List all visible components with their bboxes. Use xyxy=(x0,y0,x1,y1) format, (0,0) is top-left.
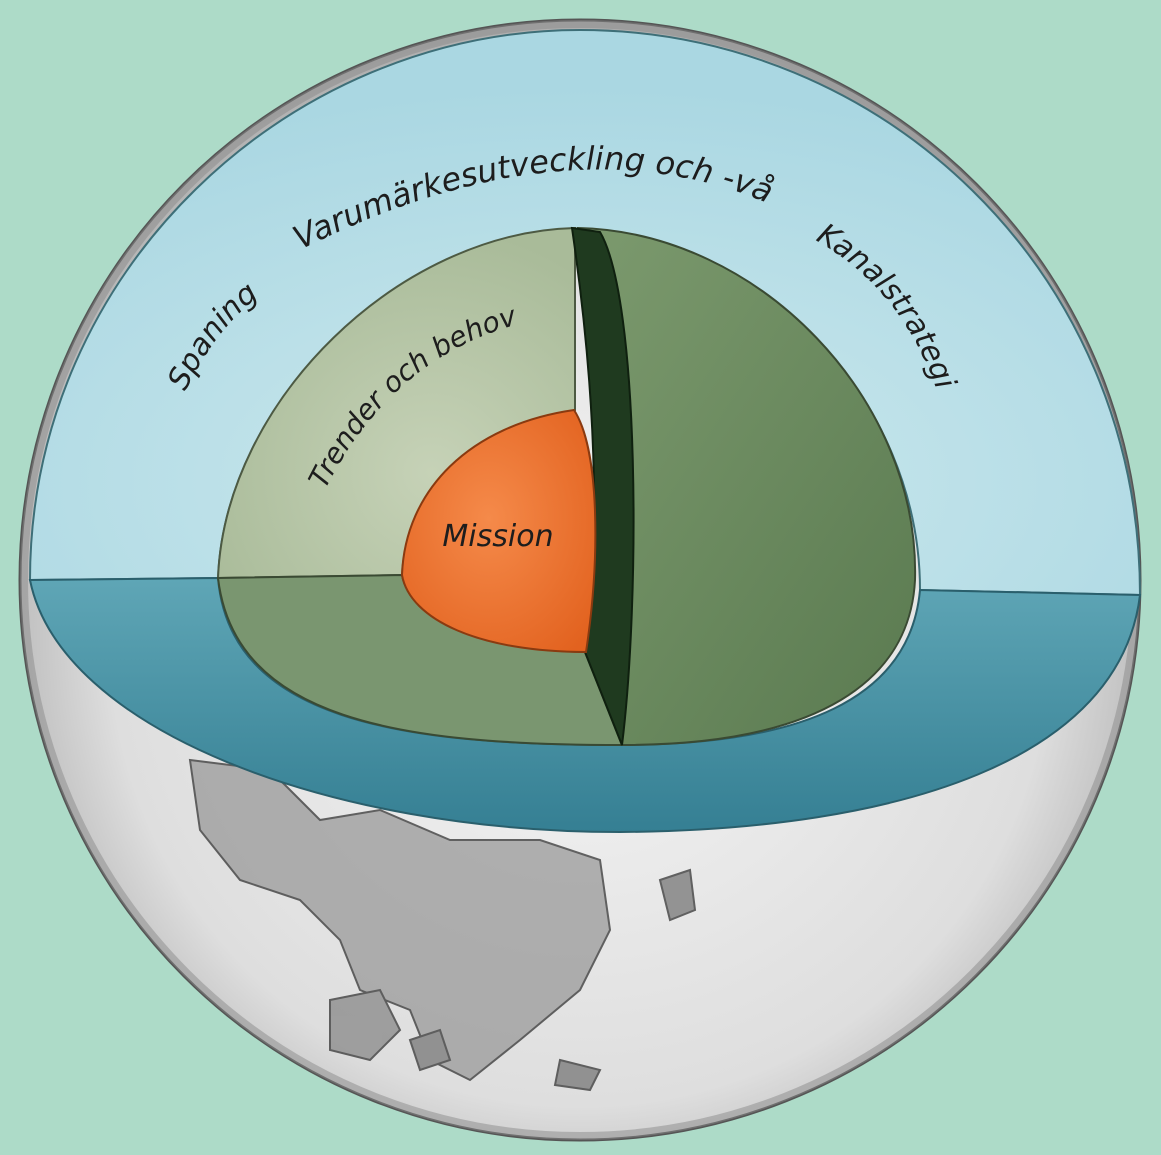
core-label: Mission xyxy=(442,519,553,554)
